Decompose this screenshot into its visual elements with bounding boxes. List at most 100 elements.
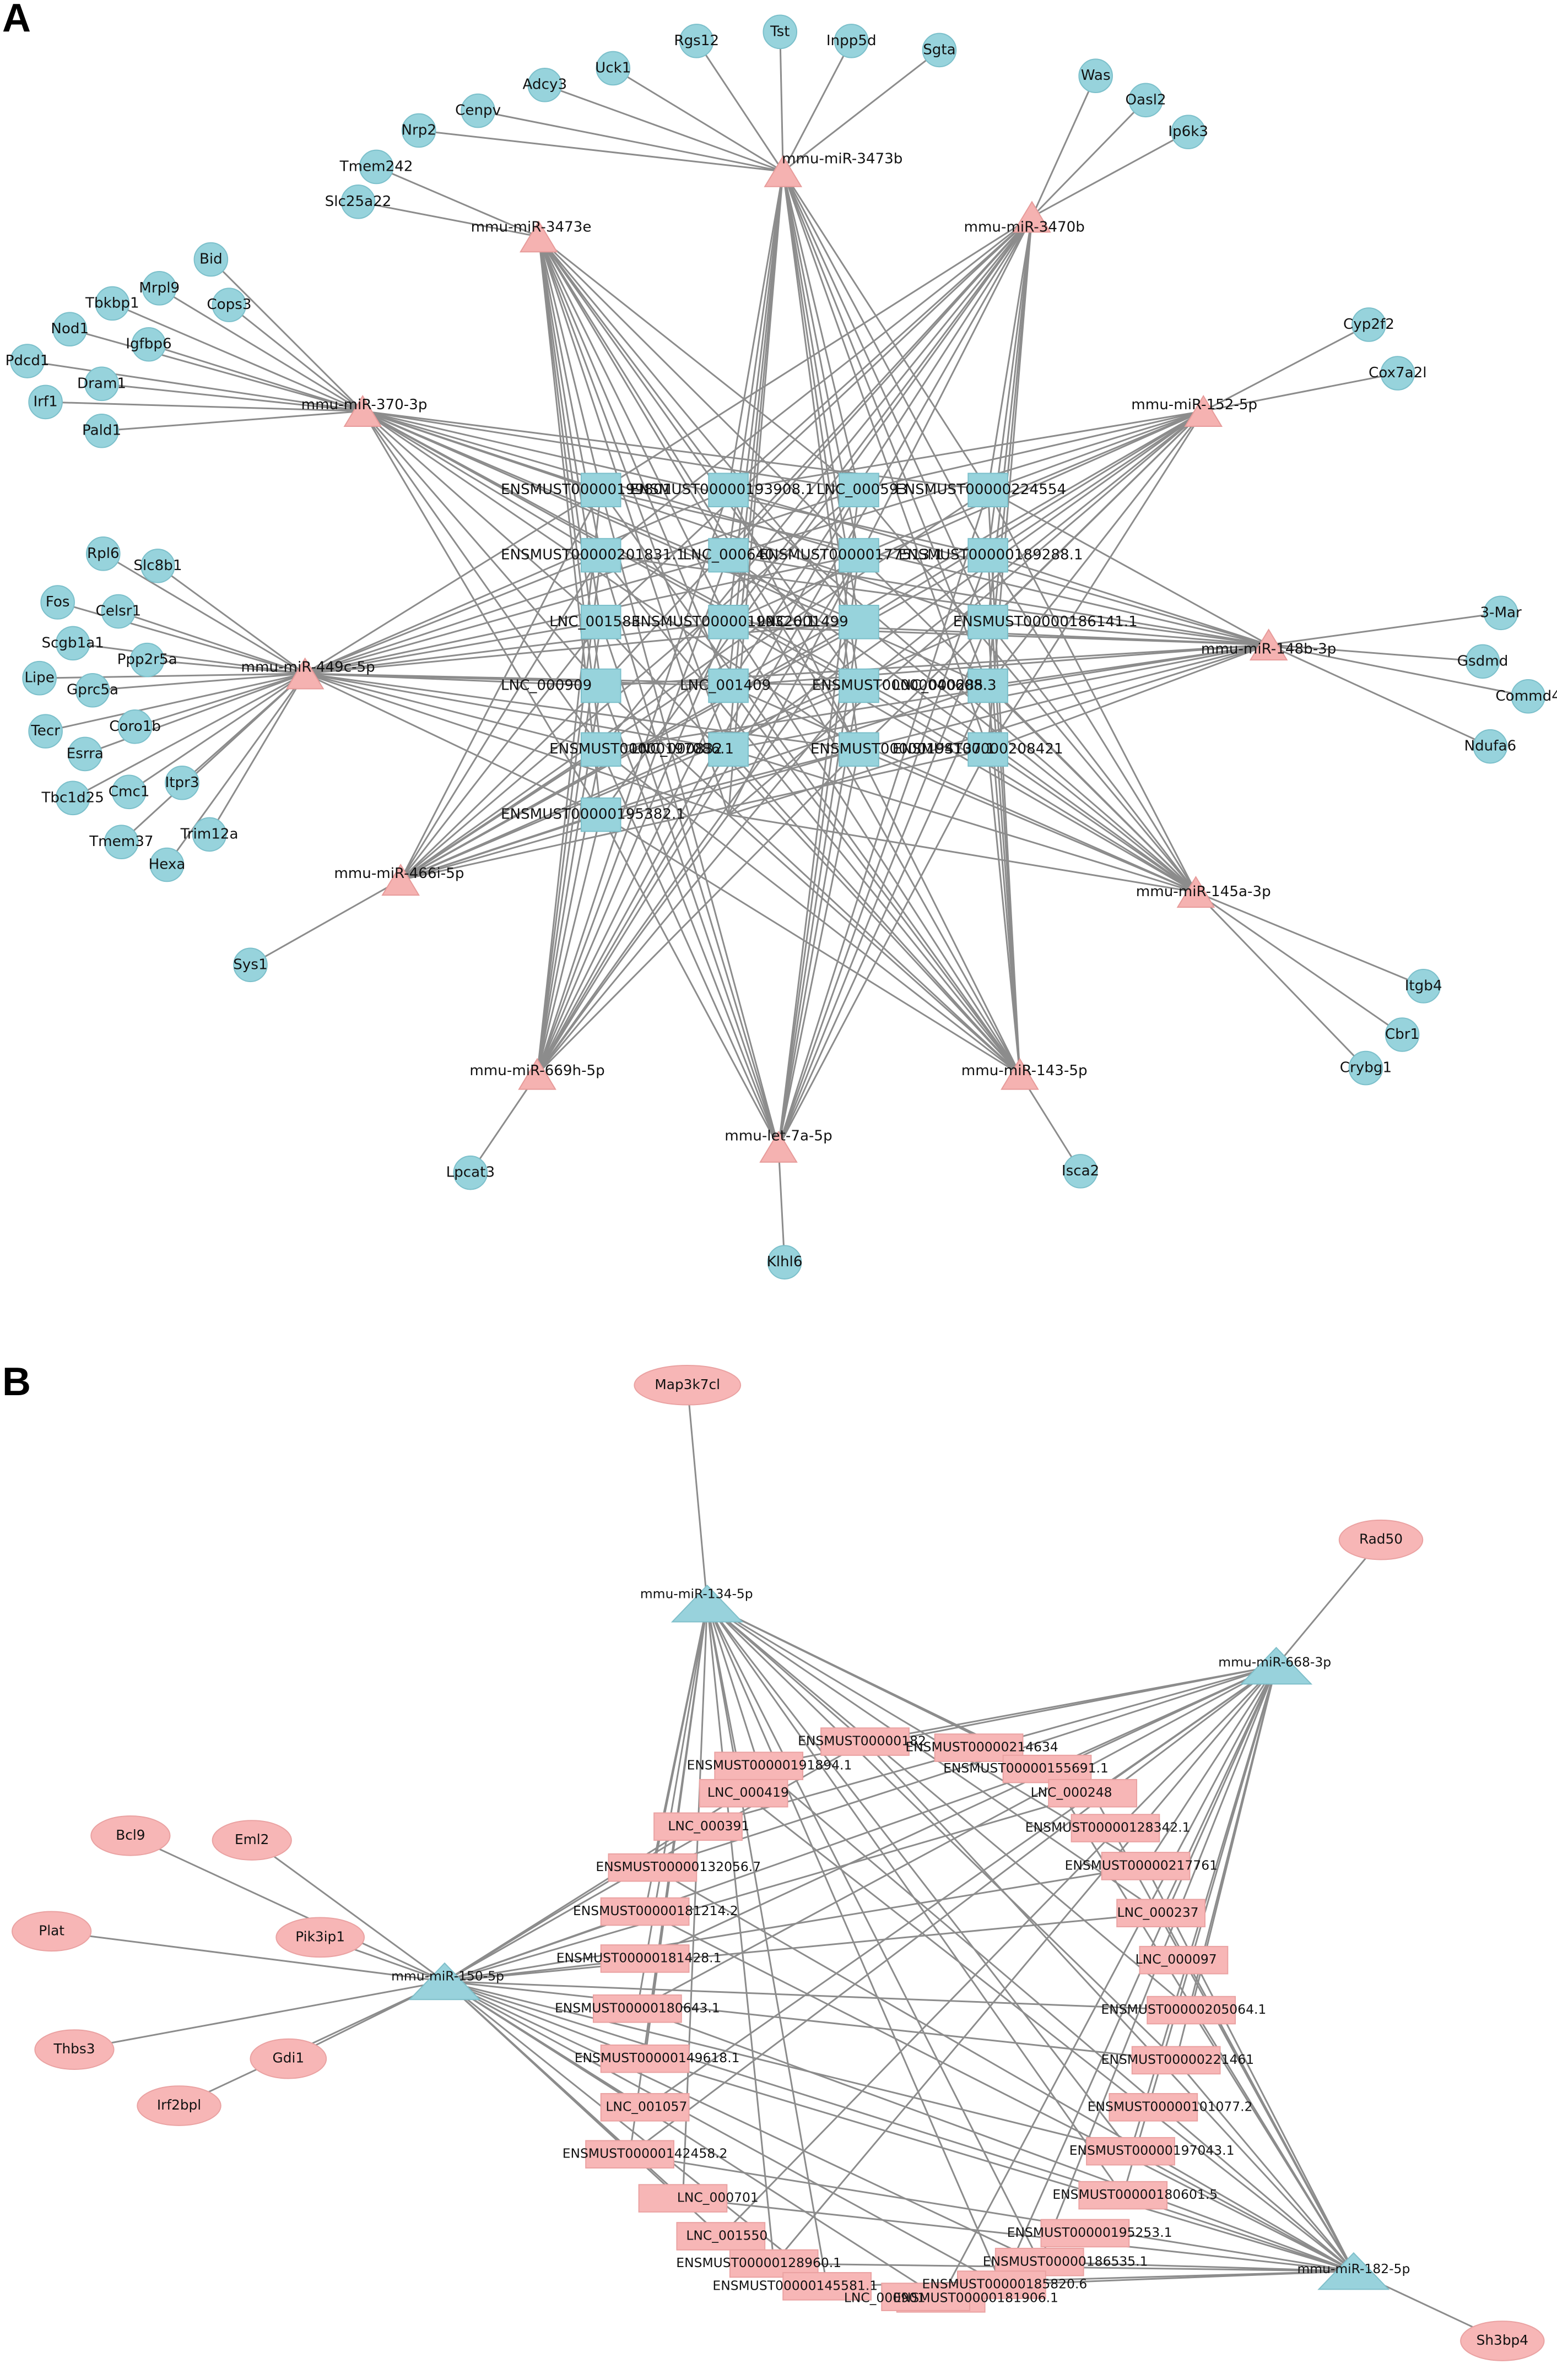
gene-node[interactable] (1385, 1017, 1420, 1052)
rna-node[interactable] (839, 668, 879, 703)
rna-node[interactable] (1078, 2181, 1168, 2210)
gene-node[interactable] (1406, 969, 1441, 1004)
rna-node[interactable] (600, 1897, 690, 1926)
gene-node[interactable] (104, 825, 139, 859)
rna-node[interactable] (820, 1727, 910, 1756)
gene-node[interactable] (1171, 115, 1205, 149)
gene-node[interactable] (1473, 729, 1508, 764)
gene-node[interactable] (596, 51, 631, 86)
gene-node[interactable] (111, 774, 147, 810)
gene-node[interactable] (461, 93, 495, 128)
gene-node[interactable] (55, 780, 90, 816)
gene-node[interactable] (1511, 679, 1545, 714)
rna-node[interactable] (708, 538, 749, 573)
rna-node[interactable] (1109, 2093, 1198, 2122)
mirna-node[interactable] (759, 1130, 798, 1163)
gene-node[interactable] (193, 242, 229, 277)
gene-node[interactable] (40, 585, 75, 620)
mirna-node[interactable] (519, 220, 558, 253)
rna-node[interactable] (1086, 2137, 1175, 2166)
gene-node[interactable] (233, 947, 268, 983)
mirna-node[interactable] (518, 1058, 556, 1090)
gene-node[interactable] (140, 549, 175, 583)
gene-node[interactable] (55, 626, 90, 661)
gene-node[interactable] (137, 2085, 221, 2126)
gene-node[interactable] (1460, 2321, 1545, 2361)
rna-node[interactable] (839, 732, 879, 767)
gene-node[interactable] (28, 714, 63, 749)
gene-node[interactable] (453, 1155, 488, 1190)
gene-node[interactable] (1063, 1154, 1098, 1189)
gene-node[interactable] (129, 642, 165, 677)
gene-node[interactable] (10, 344, 45, 378)
mirna-node[interactable] (1013, 200, 1051, 233)
rna-node[interactable] (1101, 1852, 1191, 1880)
gene-node[interactable] (922, 32, 957, 68)
gene-node[interactable] (1128, 83, 1163, 118)
gene-node[interactable] (212, 1820, 292, 1861)
gene-node[interactable] (117, 709, 153, 744)
gene-node[interactable] (1380, 356, 1415, 391)
gene-node[interactable] (86, 536, 121, 571)
rna-node[interactable] (638, 2184, 728, 2213)
gene-node[interactable] (75, 673, 110, 708)
gene-node[interactable] (165, 765, 199, 800)
gene-node[interactable] (131, 327, 166, 362)
mirna-node[interactable] (343, 394, 382, 427)
rna-node[interactable] (653, 1812, 743, 1841)
rna-node[interactable] (839, 605, 879, 639)
rna-node[interactable] (967, 732, 1008, 767)
gene-node[interactable] (1483, 595, 1518, 631)
mirna-node[interactable] (408, 1962, 481, 2000)
rna-node[interactable] (585, 2140, 674, 2169)
mirna-node[interactable] (1240, 1646, 1313, 1685)
gene-node[interactable] (67, 736, 102, 772)
rna-node[interactable] (839, 538, 879, 573)
gene-node[interactable] (12, 1911, 92, 1952)
mirna-node[interactable] (764, 155, 803, 187)
gene-node[interactable] (527, 67, 563, 102)
gene-node[interactable] (1078, 58, 1113, 94)
gene-node[interactable] (34, 2029, 115, 2070)
gene-node[interactable] (250, 2038, 327, 2079)
mirna-node[interactable] (1184, 394, 1223, 427)
rna-node[interactable] (592, 1994, 682, 2023)
gene-node[interactable] (834, 24, 869, 58)
gene-node[interactable] (142, 271, 177, 306)
rna-node[interactable] (699, 1779, 788, 1808)
rna-node[interactable] (600, 1944, 690, 1973)
gene-node[interactable] (634, 1364, 742, 1406)
rna-node[interactable] (1040, 2219, 1130, 2248)
gene-node[interactable] (763, 14, 798, 50)
rna-node[interactable] (1048, 1779, 1138, 1808)
gene-node[interactable] (149, 847, 185, 882)
gene-node[interactable] (84, 413, 119, 448)
rna-node[interactable] (1116, 1899, 1205, 1928)
rna-node[interactable] (708, 605, 749, 639)
gene-node[interactable] (275, 1917, 365, 1958)
gene-node[interactable] (95, 286, 130, 321)
rna-node[interactable] (580, 473, 621, 507)
rna-node[interactable] (580, 605, 621, 639)
gene-node[interactable] (1351, 307, 1386, 342)
rna-node[interactable] (580, 732, 621, 767)
rna-node[interactable] (580, 797, 621, 832)
gene-node[interactable] (679, 24, 714, 58)
gene-node[interactable] (1465, 644, 1500, 679)
gene-node[interactable] (1338, 1519, 1424, 1560)
rna-node[interactable] (708, 732, 749, 767)
gene-node[interactable] (101, 594, 136, 629)
gene-node[interactable] (212, 288, 247, 322)
gene-node[interactable] (22, 660, 57, 696)
rna-node[interactable] (580, 668, 621, 703)
rna-node[interactable] (782, 2272, 872, 2301)
mirna-node[interactable] (381, 864, 420, 896)
gene-node[interactable] (192, 817, 227, 852)
gene-node[interactable] (401, 113, 436, 148)
rna-node[interactable] (1139, 1945, 1229, 1975)
rna-node[interactable] (1002, 1754, 1092, 1783)
rna-node[interactable] (967, 668, 1008, 703)
gene-node[interactable] (340, 185, 376, 219)
gene-node[interactable] (359, 149, 394, 185)
rna-node[interactable] (1131, 2046, 1221, 2075)
